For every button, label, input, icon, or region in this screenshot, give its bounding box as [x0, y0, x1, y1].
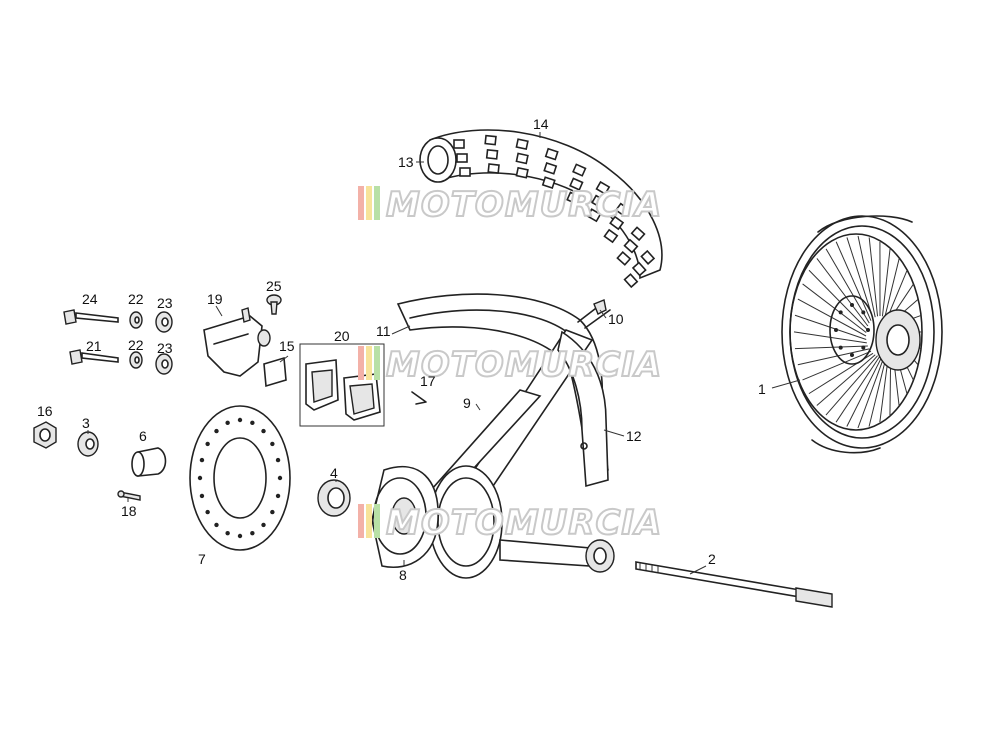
tyre [419, 129, 663, 289]
screw-10 [593, 299, 607, 315]
label-9: 9 [463, 395, 471, 411]
leader-lines [87, 132, 801, 575]
label-11: 11 [376, 323, 391, 339]
watermark-middle: MOTOMURCIA [358, 344, 662, 386]
label-1: 1 [758, 381, 766, 397]
label-14: 14 [533, 116, 549, 132]
label-19: 19 [207, 291, 223, 307]
pad-spring-15 [263, 356, 287, 388]
label-18: 18 [121, 503, 137, 519]
hub-assembly [371, 465, 615, 579]
nut-23a [155, 311, 173, 333]
label-15: 15 [279, 338, 295, 354]
washer-3 [77, 431, 99, 457]
label-21: 21 [86, 338, 102, 354]
label-24: 24 [82, 291, 98, 307]
screw-18 [117, 490, 141, 501]
label-7: 7 [198, 551, 206, 567]
nut-23b [155, 353, 173, 375]
label-22-bottom: 22 [128, 337, 144, 353]
watermark-text-bottom: MOTOMURCIA [386, 503, 662, 543]
label-8: 8 [399, 567, 407, 583]
axle [635, 561, 833, 608]
bleed-screw-25 [266, 294, 282, 315]
washer-22b [129, 351, 143, 369]
label-23-bottom: 23 [157, 340, 173, 356]
label-23-top: 23 [157, 295, 173, 311]
label-17: 17 [420, 373, 436, 389]
label-22-top: 22 [128, 291, 144, 307]
label-20: 20 [334, 328, 350, 344]
nut-16 [33, 421, 57, 449]
bearing-4 [317, 479, 351, 517]
label-3: 3 [82, 415, 90, 431]
label-13: 13 [398, 154, 414, 170]
label-12: 12 [626, 428, 642, 444]
label-6: 6 [139, 428, 147, 444]
part-labels: 1 2 3 4 6 7 8 9 10 11 12 13 14 15 16 17 … [37, 116, 766, 583]
label-10: 10 [608, 311, 624, 327]
brake-pads-20 [299, 343, 385, 427]
label-2: 2 [708, 551, 716, 567]
bolt-24 [63, 309, 119, 325]
label-16: 16 [37, 403, 53, 419]
label-25: 25 [266, 278, 282, 294]
brake-caliper [203, 307, 271, 377]
mudguard [557, 330, 609, 488]
watermark-text-top: MOTOMURCIA [386, 185, 662, 225]
watermark-top: MOTOMURCIA [358, 184, 662, 226]
spacer-6 [131, 447, 167, 477]
label-4: 4 [330, 465, 338, 481]
watermark-bottom: MOTOMURCIA [358, 502, 662, 544]
clip-17 [411, 391, 427, 405]
bolt-21 [69, 349, 119, 365]
watermark-text-middle: MOTOMURCIA [386, 345, 662, 385]
brake-disc [189, 405, 291, 551]
washer-22a [129, 311, 143, 329]
wheel-assembly [781, 215, 943, 454]
